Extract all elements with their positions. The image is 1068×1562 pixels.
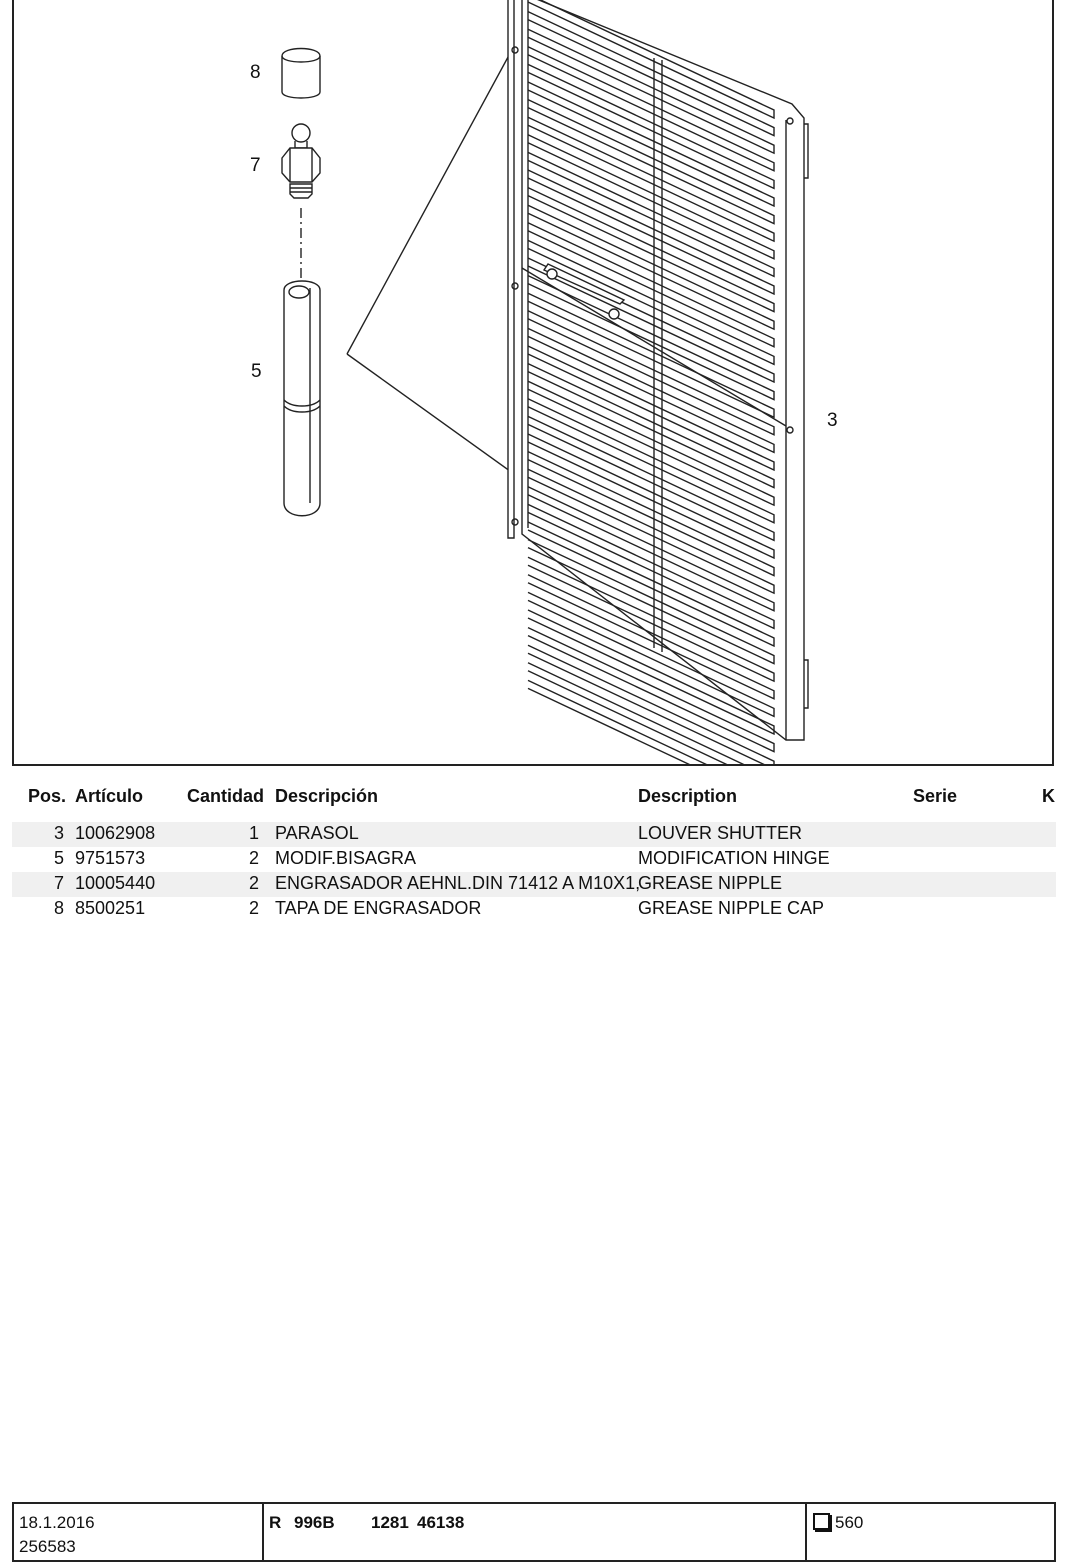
parts-table-header: Pos. Artículo Cantidad Descripción Descr…: [12, 784, 1056, 812]
callout-8: 8: [250, 62, 261, 83]
footer-date: 18.1.2016: [19, 1513, 95, 1532]
row-qty: 2: [248, 898, 259, 918]
row-article: 10062908: [75, 823, 156, 843]
louver-slat: [527, 81, 775, 208]
footer-date-cell: 18.1.2016 256583: [14, 1504, 264, 1560]
row-desc-es: TAPA DE ENGRASADOR: [275, 898, 482, 918]
louver-slat: [527, 327, 775, 454]
exploded-view-drawing: [281, 0, 809, 764]
footer-page: 560: [835, 1513, 864, 1532]
grease-nipple-cap-drawing: [281, 47, 321, 99]
louver-slat: [527, 468, 775, 595]
table-row: 7 10005440 2 ENGRASADOR AEHNL.DIN 71412 …: [12, 872, 1056, 897]
louver-slat: [527, 626, 775, 753]
louver-slat: [527, 345, 775, 472]
footer-model-prefix: R: [269, 1513, 282, 1532]
louver-slat: [527, 521, 775, 648]
louver-slat: [527, 538, 775, 665]
row-desc-en: GREASE NIPPLE: [638, 873, 783, 893]
row-article: 10005440: [75, 873, 156, 893]
callout-7: 7: [250, 155, 261, 176]
header-serie: Serie: [913, 786, 958, 806]
table-row: 5 9751573 2 MODIF.BISAGRA MODIFICATION H…: [12, 847, 1056, 872]
louver-slat: [527, 204, 775, 331]
row-pos: 7: [53, 873, 64, 893]
louver-slat: [527, 433, 775, 560]
louver-slat: [527, 98, 775, 225]
row-desc-en: GREASE NIPPLE CAP: [638, 898, 825, 918]
louver-slat: [527, 116, 775, 243]
louver-shutter-drawing: [507, 0, 809, 764]
louver-slat: [527, 310, 775, 436]
louver-slat: [527, 151, 775, 278]
louver-slat: [527, 169, 775, 296]
louver-slat: [527, 644, 775, 764]
callout-3: 3: [827, 410, 838, 431]
header-quantity: Cantidad: [187, 786, 265, 806]
footer-doc-number: 256583: [19, 1537, 76, 1556]
louver-slat: [527, 10, 775, 137]
louver-slat: [527, 609, 775, 736]
row-desc-es: PARASOL: [275, 823, 359, 843]
louver-slat: [527, 662, 745, 764]
table-row: 8 8500251 2 TAPA DE ENGRASADOR GREASE NI…: [12, 897, 1056, 922]
table-row: 3 10062908 1 PARASOL LOUVER SHUTTER: [12, 822, 1056, 847]
row-article: 8500251: [75, 898, 146, 918]
row-desc-es: ENGRASADOR AEHNL.DIN 71412 A M10X1,: [275, 873, 641, 893]
louver-slat: [527, 63, 775, 190]
row-pos: 8: [53, 898, 64, 918]
row-desc-es: MODIF.BISAGRA: [275, 848, 417, 868]
louver-slat: [527, 450, 775, 577]
footer-serial-prefix: 1281: [371, 1513, 409, 1532]
louver-slat: [527, 415, 775, 542]
louver-slat: [527, 0, 775, 120]
louver-slat: [527, 134, 775, 260]
callout-5: 5: [251, 361, 262, 382]
louver-slat: [527, 574, 775, 700]
parts-illustration: 8 7 5 3: [12, 0, 1054, 766]
louver-slat: [527, 239, 775, 366]
louver-slat: [527, 186, 775, 313]
row-qty: 1: [248, 823, 259, 843]
page-footer: 18.1.2016 256583 R 996B 1281 46138 560: [12, 1502, 1056, 1562]
page-box-icon: [813, 1513, 830, 1530]
footer-model-cell: R 996B 1281 46138: [264, 1504, 807, 1560]
louver-slat: [527, 274, 775, 401]
header-desc-es: Descripción: [275, 786, 379, 806]
louver-slat: [527, 591, 775, 718]
louver-slat: [527, 222, 775, 348]
louver-slat: [527, 398, 775, 524]
grease-nipple-drawing: [281, 123, 321, 199]
louver-slat: [527, 556, 775, 683]
louver-slat: [527, 362, 775, 489]
row-desc-en: MODIFICATION HINGE: [638, 848, 830, 868]
footer-serial: 46138: [417, 1513, 465, 1532]
header-article: Artículo: [75, 786, 144, 806]
row-desc-en: LOUVER SHUTTER: [638, 823, 803, 843]
row-article: 9751573: [75, 848, 146, 868]
row-pos: 3: [53, 823, 64, 843]
louver-slat: [527, 257, 775, 384]
louver-slat: [527, 679, 707, 764]
footer-page-cell: 560: [807, 1504, 1054, 1560]
row-qty: 2: [248, 873, 259, 893]
hinge-pin-drawing: [283, 280, 321, 517]
row-pos: 5: [53, 848, 64, 868]
footer-model: 996B: [294, 1513, 335, 1532]
louver-slat: [527, 486, 775, 612]
louver-slat: [527, 380, 775, 507]
header-k: K: [1042, 786, 1055, 806]
louver-slat: [527, 28, 775, 155]
row-qty: 2: [248, 848, 259, 868]
louver-slat: [527, 503, 775, 630]
parts-table-body: 3 10062908 1 PARASOL LOUVER SHUTTER 5 97…: [12, 822, 1056, 922]
louver-slat: [527, 46, 775, 172]
header-pos: Pos.: [28, 786, 67, 806]
header-desc-en: Description: [638, 786, 738, 806]
louver-slat: [527, 292, 775, 419]
